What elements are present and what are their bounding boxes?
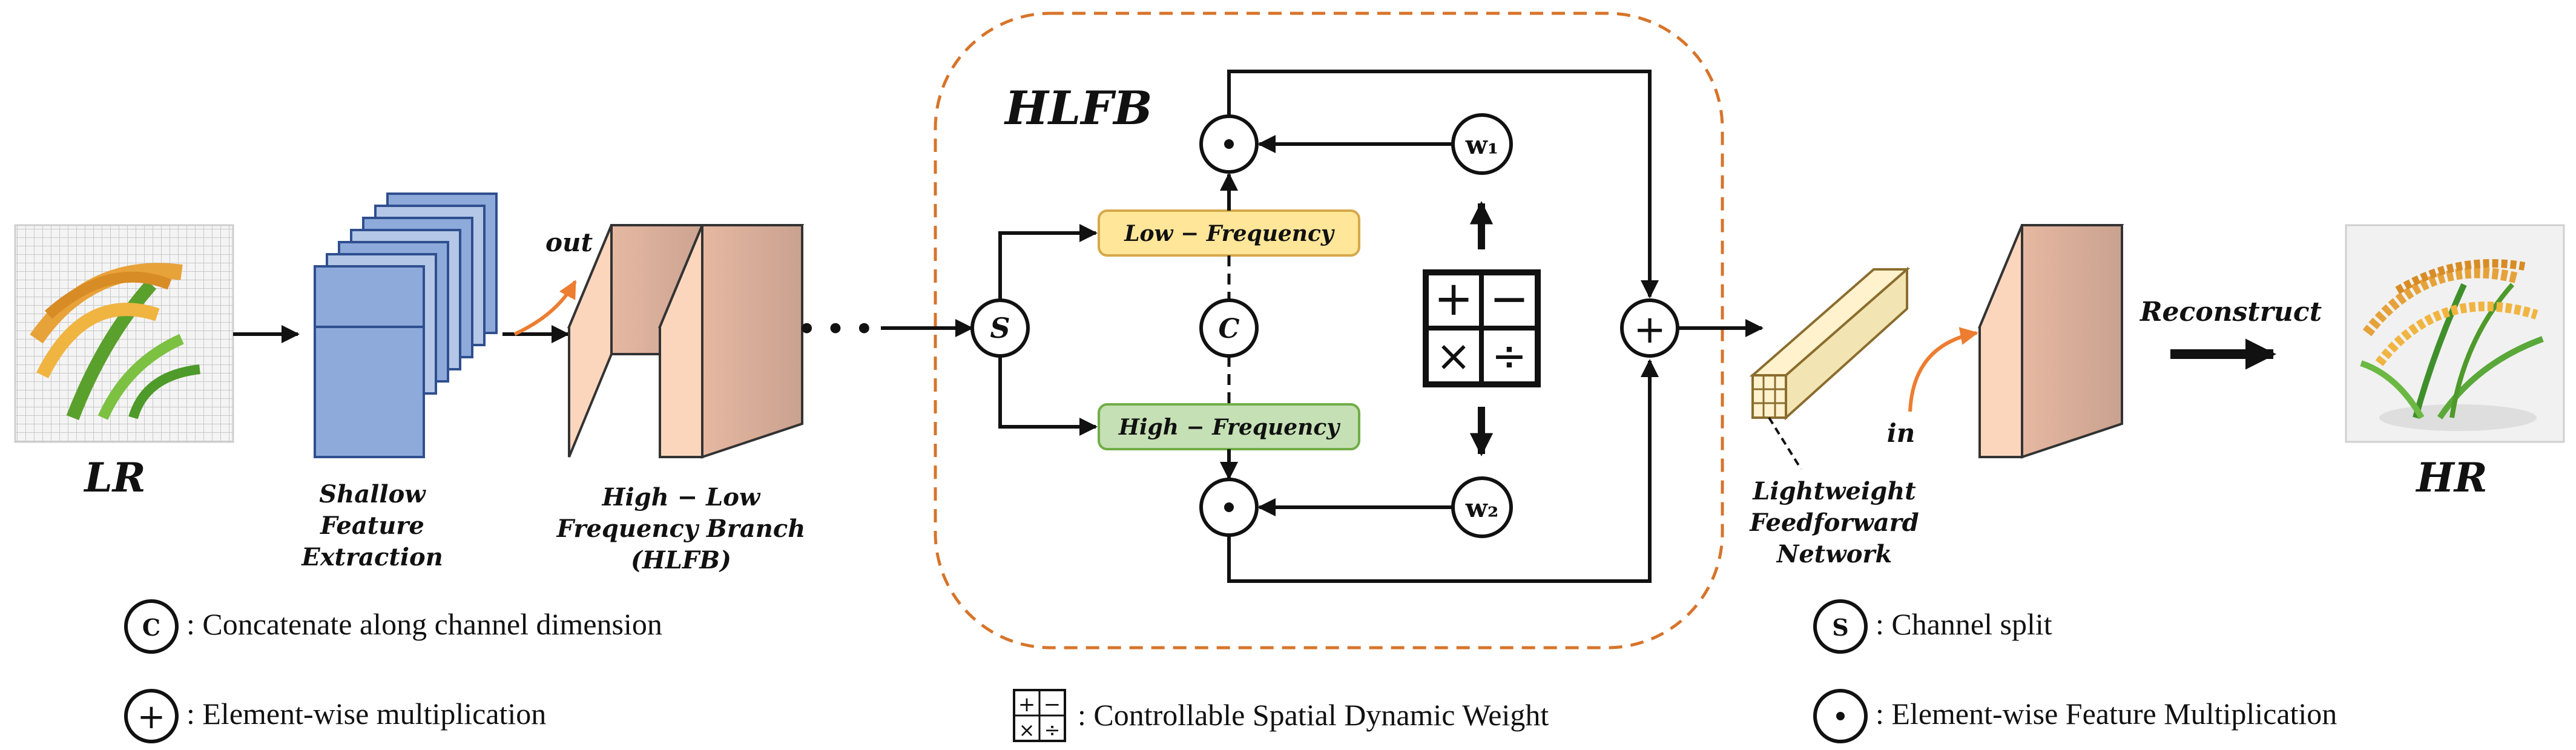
lffn-label-1: Lightweight (1752, 477, 1916, 505)
lffn-label-2: Feedforward (1749, 508, 1919, 537)
legend-csdw-text: : Controllable Spatial Dynamic Weight (1078, 698, 1549, 732)
split-symbol: S (990, 312, 1010, 344)
legend-add-icon (124, 689, 179, 743)
legend-dot: : Element-wise Feature Multiplication (1813, 689, 2337, 743)
low-frequency-label: Low − Frequency (1124, 221, 1335, 246)
shallow-feature-stack (314, 192, 498, 458)
shallow-label-1: Shallow (319, 480, 426, 508)
legend-csdw-icon: + − × ÷ (1013, 689, 1066, 742)
svg-text:×: × (1019, 719, 1035, 742)
legend-add-text: : Element-wise multiplication (186, 697, 546, 731)
concat-op (1199, 298, 1259, 358)
arrow-split-to-high (998, 356, 1098, 436)
rice-plant-lowres-icon (30, 263, 200, 420)
csdw-operator-grid: + − × ÷ (1423, 269, 1541, 387)
w2-label: w₂ (1465, 493, 1499, 523)
hlfb-block-2 (658, 224, 804, 459)
w1-label: w₁ (1465, 130, 1499, 160)
hlfb-detail-container (934, 12, 1724, 650)
svg-text:÷: ÷ (1044, 719, 1061, 742)
svg-text:−: − (1489, 272, 1529, 326)
weight-w1 (1451, 113, 1513, 175)
legend-csdw: + − × ÷ : Controllable Spatial Dynamic W… (1013, 689, 1549, 742)
weight-w2 (1451, 476, 1513, 538)
high-frequency-label: High − Frequency (1118, 415, 1340, 440)
svg-text:−: − (1044, 692, 1061, 717)
lffn-label-3: Network (1776, 540, 1892, 568)
legend-add: + : Element-wise multiplication (124, 689, 546, 743)
ellipsis: • • • (797, 312, 873, 346)
legend-concat-symbol: C (142, 614, 160, 641)
legend-concat: C : Concatenate along channel dimension (124, 599, 662, 654)
lr-label: LR (83, 454, 145, 501)
legend-add-symbol: + (137, 697, 166, 737)
shallow-label-3: Extraction (301, 543, 443, 571)
hlfb-branch-label-3: (HLFB) (631, 546, 731, 574)
hlfb-branch-label-2: Frequency Branch (556, 515, 806, 543)
dot-op-top-symbol (1224, 139, 1234, 149)
legend-split-symbol: S (1832, 614, 1848, 641)
legend-split-icon (1813, 599, 1868, 654)
lr-image (14, 224, 234, 443)
svg-text:+: + (1018, 692, 1036, 717)
legend-split: S : Channel split (1813, 599, 2052, 654)
out-label: out (545, 228, 593, 257)
hlfb-title: HLFB (1004, 81, 1152, 135)
arrow-split-to-low (998, 224, 1098, 300)
concat-symbol: C (1218, 314, 1239, 344)
hr-image (2345, 224, 2565, 443)
in-label: in (1887, 418, 1916, 448)
final-feature-block (1978, 224, 2124, 459)
legend-dot-symbol (1836, 712, 1845, 720)
hlfb-branch-label-1: High − Low (602, 483, 761, 512)
path-dot2-to-add (1227, 359, 1659, 583)
svg-text:+: + (1434, 272, 1473, 326)
lffn-leader-line (1768, 416, 1802, 470)
out-arrow (513, 280, 577, 336)
in-arrow (1908, 327, 1978, 412)
reconstruct-label: Reconstruct (2139, 297, 2322, 327)
legend-split-text: : Channel split (1876, 607, 2052, 641)
legend-concat-text: : Concatenate along channel dimension (186, 607, 662, 641)
add-op-symbol: + (1633, 308, 1666, 352)
legend-concat-icon (124, 599, 179, 654)
dot-op-bottom-symbol (1224, 502, 1234, 512)
shallow-label-2: Feature (320, 512, 424, 540)
svg-text:÷: ÷ (1492, 331, 1527, 381)
lffn-block (1749, 266, 1911, 421)
legend-dot-text: : Element-wise Feature Multiplication (1876, 697, 2337, 731)
rice-plant-highres-icon (2360, 259, 2544, 431)
svg-text:×: × (1436, 331, 1472, 381)
hr-label: HR (2415, 454, 2487, 501)
path-dot1-to-add (1227, 70, 1659, 298)
